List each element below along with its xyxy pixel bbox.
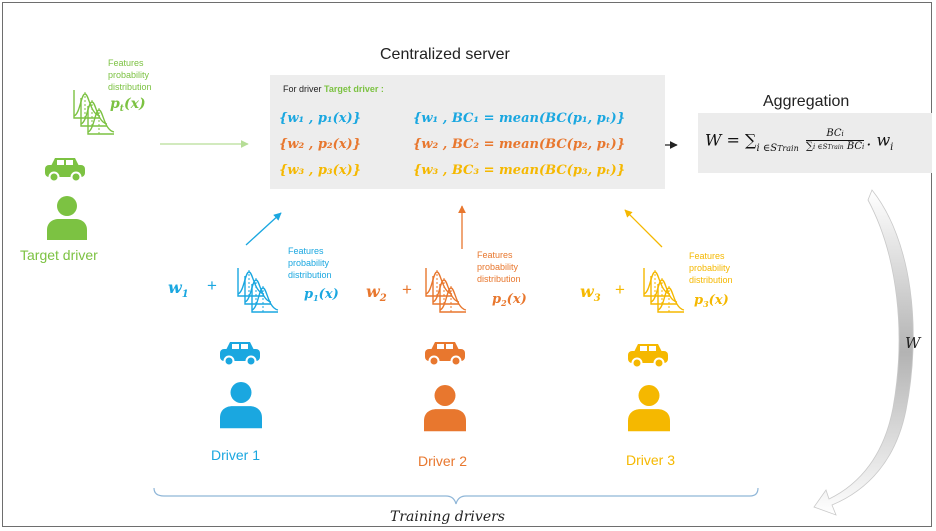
driver2-dist: p bbox=[492, 292, 502, 307]
driver1-to-server-arrow-icon bbox=[245, 212, 282, 246]
training-drivers-label: Training drivers bbox=[390, 509, 505, 525]
driver1-weight-sub: 1 bbox=[181, 289, 189, 300]
curved-arrow-icon bbox=[813, 189, 914, 516]
server-pair-2: {w₂ , p₂(x)} bbox=[279, 137, 362, 152]
target-features-label: Features probability distribution bbox=[108, 58, 152, 92]
target-distribution-chart-icon bbox=[73, 89, 115, 135]
centralized-server-box bbox=[270, 75, 665, 189]
driver1-dist-sub: 1 bbox=[313, 293, 319, 303]
formula-subsub: Train bbox=[777, 143, 799, 153]
for-driver-prefix: For driver bbox=[283, 84, 322, 94]
target-person-icon bbox=[47, 196, 87, 240]
formula-tail: . w bbox=[866, 130, 891, 150]
driver1-weight-w: w bbox=[168, 278, 182, 297]
server-result-2: {w₂ , BC₂ = mean(BC(p₂, pₜ)} bbox=[413, 137, 626, 152]
server-result-1: {w₁ , BC₁ = mean(BC(p₁, pₜ)} bbox=[413, 111, 626, 126]
aggregation-box bbox=[698, 113, 932, 173]
driver3-dist-arg: (x) bbox=[708, 293, 729, 308]
driver3-dist: p bbox=[694, 293, 704, 308]
server-pair-1: {w₁ , p₁(x)} bbox=[279, 111, 362, 126]
driver3-weight-w: w bbox=[580, 282, 594, 301]
target-driver-label: Target driver bbox=[20, 247, 98, 263]
formula-numerator-sub: i bbox=[841, 130, 844, 138]
for-driver-name: Target driver : bbox=[324, 84, 384, 94]
curly-brace-icon bbox=[153, 487, 759, 505]
driver1-dist-arg: (x) bbox=[318, 287, 339, 302]
formula-denominator-sub: i ∈S bbox=[812, 143, 828, 151]
target-dist: p bbox=[110, 96, 120, 112]
aggregation-formula: W = ∑i ∈STrain BCi ∑i ∈STrain BCi . wi bbox=[705, 128, 893, 154]
target-distribution: pt(x) bbox=[110, 96, 146, 114]
driver3-dist-sub: 3 bbox=[703, 299, 709, 309]
formula-sub: i ∈S bbox=[756, 142, 778, 154]
driver2-weight-sub: 2 bbox=[379, 293, 387, 304]
driver1-dist: p bbox=[304, 287, 314, 302]
driver2-plus: + bbox=[402, 280, 412, 299]
driver1-label: Driver 1 bbox=[211, 447, 261, 463]
driver3-to-server-arrow-icon bbox=[624, 209, 663, 248]
server-for-driver: For driver Target driver : bbox=[283, 84, 384, 94]
driver3-distribution: p3(x) bbox=[694, 293, 729, 309]
driver3-plus: + bbox=[615, 280, 625, 299]
driver2-person-icon bbox=[424, 385, 466, 432]
formula-numerator: BC bbox=[826, 128, 842, 139]
driver3-features-label: Features probability distribution bbox=[689, 251, 733, 285]
server-title: Centralized server bbox=[380, 46, 510, 63]
driver1-distribution: p1(x) bbox=[304, 287, 339, 303]
driver3-person-icon bbox=[628, 385, 670, 432]
driver2-label: Driver 2 bbox=[418, 453, 468, 469]
driver1-car-icon bbox=[219, 341, 261, 367]
driver1-weight: w1 bbox=[168, 278, 189, 300]
driver2-car-icon bbox=[424, 341, 466, 367]
driver2-distribution: p2(x) bbox=[492, 292, 527, 308]
driver3-label: Driver 3 bbox=[626, 452, 676, 468]
target-dist-sub: t bbox=[119, 104, 124, 114]
driver3-weight-sub: 3 bbox=[593, 293, 601, 304]
driver2-weight: w2 bbox=[366, 282, 387, 304]
driver2-dist-arg: (x) bbox=[506, 292, 527, 307]
driver2-distribution-chart-icon bbox=[425, 267, 467, 313]
formula-denominator-tail: BC bbox=[846, 141, 863, 152]
driver1-plus: + bbox=[207, 276, 217, 295]
formula-denominator: ∑ bbox=[805, 141, 813, 152]
driver3-distribution-chart-icon bbox=[643, 267, 685, 313]
target-dist-arg: (x) bbox=[123, 96, 146, 112]
driver1-features-label: Features probability distribution bbox=[288, 246, 332, 280]
formula-lhs: W = ∑ bbox=[705, 130, 757, 150]
driver3-car-icon bbox=[627, 343, 669, 369]
server-result-3: {w₃ , BC₃ = mean(BC(p₃, pₜ)} bbox=[413, 163, 626, 178]
driver3-weight: w3 bbox=[580, 282, 601, 304]
driver2-features-label: Features probability distribution bbox=[477, 250, 521, 284]
server-pair-3: {w₃ , p₃(x)} bbox=[279, 163, 362, 178]
formula-denominator-subsub: Train bbox=[827, 144, 844, 151]
target-car-icon bbox=[44, 157, 86, 183]
driver2-weight-w: w bbox=[366, 282, 380, 301]
formula-tail-sub: i bbox=[890, 141, 894, 153]
curved-arrow-label: W bbox=[905, 334, 921, 352]
aggregation-title: Aggregation bbox=[763, 93, 850, 110]
driver1-distribution-chart-icon bbox=[237, 267, 279, 313]
driver2-dist-sub: 2 bbox=[501, 298, 507, 308]
driver1-person-icon bbox=[220, 382, 262, 429]
formula-denominator-tail-sub: i bbox=[862, 143, 865, 151]
